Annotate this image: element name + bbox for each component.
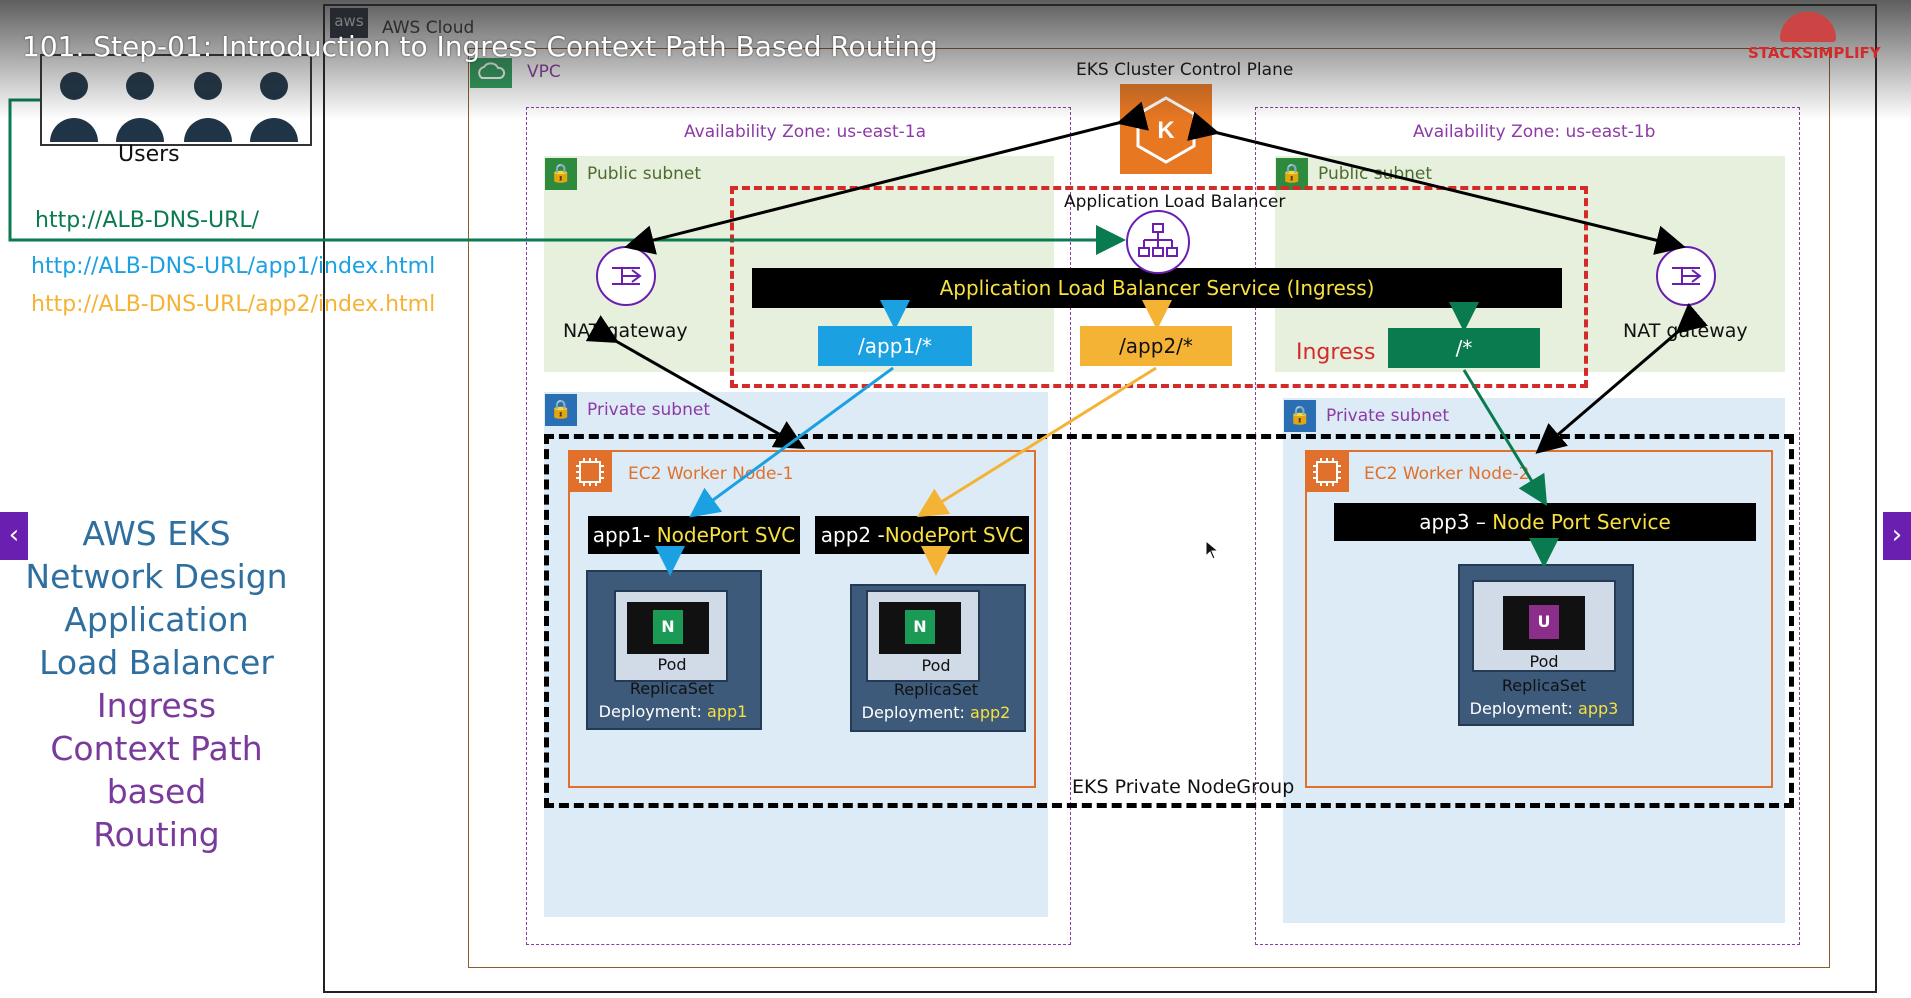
ingress-label: Ingress xyxy=(1296,340,1376,365)
private-subnet-lock-icon: 🔒 xyxy=(545,394,577,426)
path-app2-rule: /app2/* xyxy=(1080,326,1232,366)
ubuntu-pod-icon: U xyxy=(1503,596,1585,650)
ec2-chip-icon xyxy=(568,452,612,492)
nginx-pod-icon: N xyxy=(879,602,961,654)
url-root: http://ALB-DNS-URL/ xyxy=(35,208,260,233)
app3-replicaset-label: ReplicaSet xyxy=(1501,676,1587,695)
app1-deployment-label: Deployment: app1 xyxy=(598,702,748,721)
url-app1: http://ALB-DNS-URL/app1/index.html xyxy=(31,254,436,279)
ingress-boundary xyxy=(730,186,1588,388)
app3-node-port-service: app3 – Node Port Service xyxy=(1334,503,1756,541)
svg-text:K: K xyxy=(1157,117,1175,144)
private-subnet-lock-icon: 🔒 xyxy=(1284,400,1316,432)
nodegroup-label: EKS Private NodeGroup xyxy=(1072,776,1295,798)
app3-pod-label: Pod xyxy=(1529,652,1559,671)
nginx-pod-icon: N xyxy=(627,602,709,654)
node1-label: EC2 Worker Node-1 xyxy=(628,464,794,484)
eks-private-nodegroup xyxy=(544,434,1794,808)
stacksimplify-logo: STACKSIMPLIFY xyxy=(1748,44,1881,62)
path-root-rule: /* xyxy=(1388,328,1540,368)
users-box xyxy=(40,54,312,146)
path-app1-rule: /app1/* xyxy=(818,326,972,366)
nat-gateway-icon xyxy=(596,246,656,306)
app1-nodeport-svc: app1- NodePort SVC xyxy=(588,516,800,554)
mouse-cursor-icon xyxy=(1205,539,1220,564)
url-app2: http://ALB-DNS-URL/app2/index.html xyxy=(31,292,436,317)
app1-replicaset-label: ReplicaSet xyxy=(629,679,715,698)
slide-title: AWS EKS Network Design Application Load … xyxy=(25,514,288,854)
app2-replicaset-label: ReplicaSet xyxy=(893,680,979,699)
private-subnet-b-label: Private subnet xyxy=(1326,406,1449,426)
next-slide-button[interactable]: › xyxy=(1883,512,1911,560)
app2-pod-label: Pod xyxy=(921,656,951,675)
app1-pod-label: Pod xyxy=(657,655,687,674)
users-label: Users xyxy=(118,142,180,167)
previous-slide-button[interactable]: ‹ xyxy=(0,512,28,560)
app3-deployment-label: Deployment: app3 xyxy=(1469,699,1619,718)
public-subnet-lock-icon: 🔒 xyxy=(545,158,577,190)
app2-deployment-label: Deployment: app2 xyxy=(861,703,1011,722)
ec2-worker-node-1 xyxy=(568,450,1036,788)
ec2-chip-icon xyxy=(1305,452,1349,492)
video-title: 101. Step-01: Introduction to Ingress Co… xyxy=(22,30,938,63)
node2-label: EC2 Worker Node-2 xyxy=(1364,464,1530,484)
